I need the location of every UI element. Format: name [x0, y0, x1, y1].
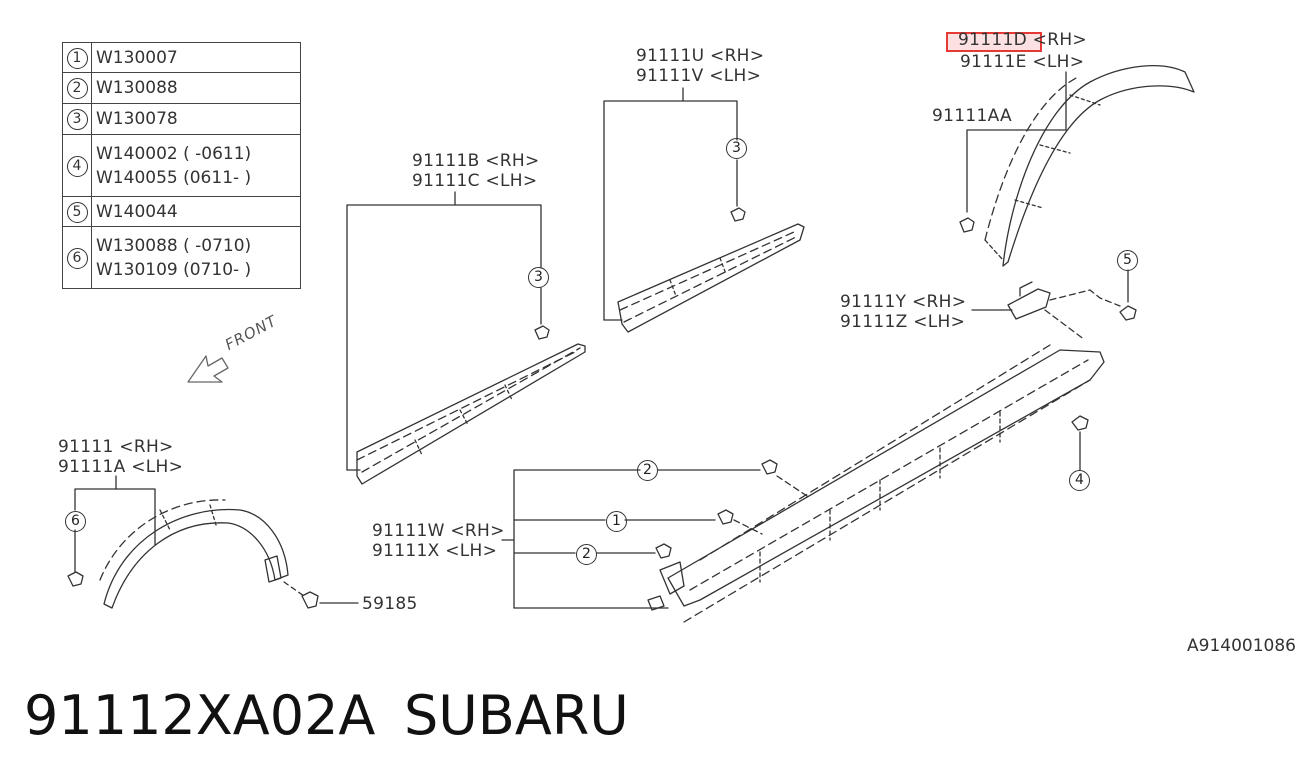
label-91111u-rh: 91111U <RH>: [636, 46, 765, 66]
bracket-y-z: [1007, 281, 1121, 341]
callout-2: 2: [66, 78, 88, 99]
clip-u-v: [730, 207, 746, 222]
callout-2-bottom: 2: [576, 544, 597, 565]
callout-6: 6: [66, 247, 88, 269]
label-91111e-lh: 91111E <LH>: [960, 52, 1085, 72]
fender-flare-91111: [99, 499, 289, 609]
label-91111-rh: 91111 <RH>: [58, 437, 174, 457]
fender-flare-d-e: [984, 65, 1195, 267]
clip-4: [1071, 415, 1089, 471]
part-number-title: 91112XA02A: [24, 684, 376, 747]
leader-lines-b-c: [346, 191, 542, 471]
legend-row: 6 W130088 ( -0710) W130109 (0710- ): [62, 226, 301, 289]
brand-name: SUBARU: [404, 684, 629, 747]
label-91111z-lh: 91111Z <LH>: [840, 312, 966, 332]
label-91111c-lh: 91111C <LH>: [412, 171, 538, 191]
diagram-code: A914001086: [1187, 636, 1296, 656]
legend-part: W140055 (0611- ): [96, 167, 252, 188]
clip-6: [67, 571, 84, 587]
label-91111v-lh: 91111V <LH>: [636, 66, 762, 86]
label-91111y-rh: 91111Y <RH>: [840, 292, 967, 312]
front-arrow-icon: [187, 355, 229, 383]
clips-w-x: [655, 459, 808, 559]
molding-u-v: [617, 223, 805, 333]
leader-lines-u-v: [603, 87, 738, 321]
callout-2-top: 2: [637, 460, 658, 481]
legend-row: 4 W140002 ( -0611) W140055 (0611- ): [62, 134, 301, 197]
callout-1: 1: [66, 47, 88, 69]
callout-3: 3: [66, 109, 88, 130]
callout-6: 6: [65, 511, 86, 532]
highlighted-part-box: [946, 32, 1042, 52]
legend-part: W130109 (0710- ): [96, 259, 252, 280]
leader-lines-d-e: [966, 71, 1067, 213]
callout-3-b-c: 3: [528, 267, 549, 288]
label-91111a-lh: 91111A <LH>: [58, 457, 184, 477]
legend-part: W130078: [91, 103, 301, 135]
legend-row: 2 W130088: [62, 72, 301, 104]
callout-5: 5: [1117, 250, 1138, 271]
clip-b-c: [534, 325, 550, 340]
label-91111aa: 91111AA: [932, 106, 1012, 126]
legend-row: 3 W130078: [62, 103, 301, 135]
clip-59185: [283, 581, 359, 609]
legend-part: W140044: [91, 196, 301, 227]
callout-4: 4: [66, 155, 88, 177]
clip-aa: [959, 217, 975, 233]
label-91111x-lh: 91111X <LH>: [372, 541, 498, 561]
legend-part: W130088: [91, 72, 301, 104]
legend-row: 1 W130007: [62, 42, 301, 73]
legend-part: W140002 ( -0611): [96, 143, 252, 164]
fastener-legend-table: 1 W130007 2 W130088 3 W130078 4 W140002 …: [62, 42, 301, 289]
leader-lines-w-x: [501, 469, 761, 609]
molding-b-c: [356, 343, 586, 485]
label-91111d-rh: 91111D <RH>: [958, 30, 1087, 50]
callout-3-u-v: 3: [726, 138, 747, 159]
clip-5: [1119, 269, 1137, 321]
label-91111b-rh: 91111B <RH>: [412, 151, 540, 171]
label-91111w-rh: 91111W <RH>: [372, 521, 505, 541]
label-59185: 59185: [362, 594, 418, 614]
callout-1: 1: [606, 511, 627, 532]
callout-4: 4: [1069, 470, 1090, 491]
legend-part: W130088 ( -0710): [96, 235, 252, 256]
leader-lines-91111: [74, 475, 156, 573]
legend-part: W130007: [91, 42, 301, 73]
legend-row: 5 W140044: [62, 196, 301, 227]
side-sill-w-x: [647, 344, 1105, 623]
callout-5: 5: [66, 201, 88, 223]
